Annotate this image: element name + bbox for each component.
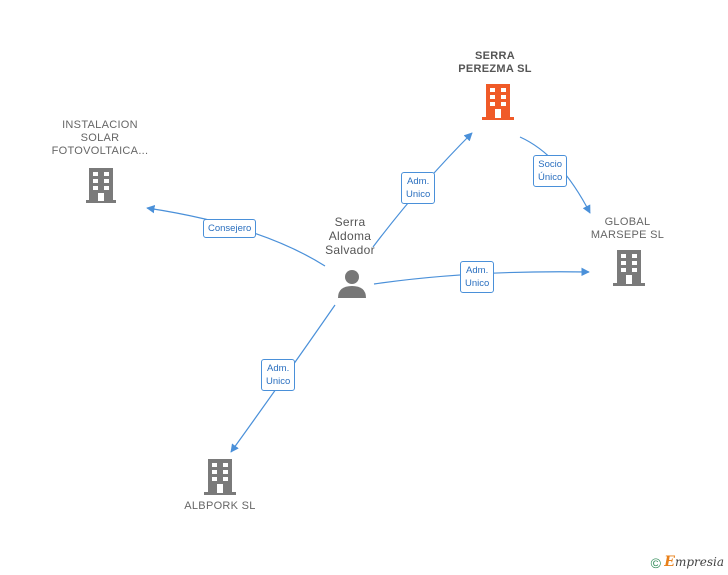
brand-logo[interactable]: Empresia <box>664 554 724 571</box>
building-icon[interactable] <box>86 168 116 203</box>
edge-label-adm-serra: Adm. Unico <box>401 172 436 204</box>
edge-label-socio-unico: Socio Único <box>533 155 568 187</box>
node-label-person: Serra Aldoma Salvador <box>325 215 375 257</box>
person-icon[interactable] <box>337 268 367 298</box>
building-icon[interactable] <box>482 84 514 120</box>
node-label-serra-perezma: SERRA PEREZMA SL <box>458 50 532 75</box>
node-label-albpork: ALBPORK SL <box>184 500 256 512</box>
building-icon[interactable] <box>613 250 645 286</box>
edge-label-adm-albpork: Adm. Unico <box>261 359 296 391</box>
edge-label-adm-global: Adm. Unico <box>460 261 495 293</box>
footer-brand: © Empresia <box>651 554 724 571</box>
node-label-global-marsepe: GLOBAL MARSEPE SL <box>590 216 665 241</box>
node-label-instalacion: INSTALACION SOLAR FOTOVOLTAICA... <box>51 119 149 157</box>
edge-label-consejero: Consejero <box>203 219 257 238</box>
copyright-icon: © <box>650 555 661 571</box>
building-icon[interactable] <box>204 459 236 495</box>
